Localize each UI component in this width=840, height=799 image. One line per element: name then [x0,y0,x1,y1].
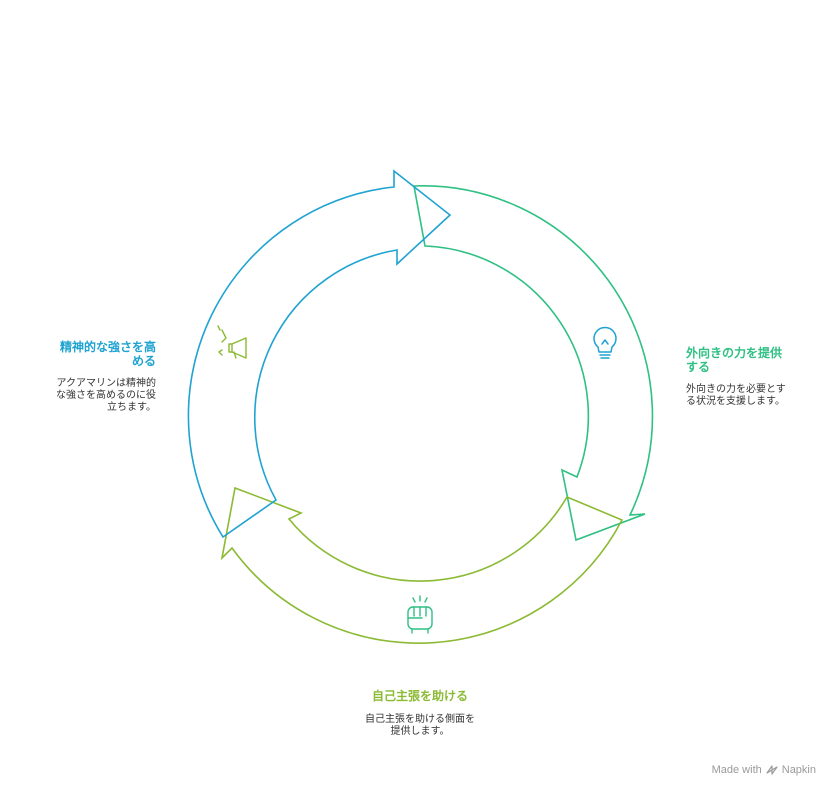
step-title-assertiveness: 自己主張を助ける [371,689,468,703]
megaphone-icon [217,325,247,359]
fist-icon [407,595,433,634]
cycle-arrow-olive [220,486,624,644]
napkin-brand-label: Napkin [781,764,816,776]
step-title-outward-power: 外向きの力を提供する [686,346,783,374]
step-description-mental-strength: アクアマリンは精神的な強さを高めるのに役立ちます。 [56,378,156,413]
made-with-label: Made with [711,764,762,776]
cycle-arrow-blue [187,169,452,539]
cycle-arrow-green [413,185,654,542]
step-description-assertiveness: 自己主張を助ける側面を提供します。 [365,714,475,737]
step-title-mental-strength: 精神的な強さを高める [59,340,156,368]
napkin-logo-icon [766,765,778,775]
step-description-outward-power: 外向きの力を必要とする状況を支援します。 [686,384,786,407]
lightbulb-icon [593,326,617,359]
made-with-napkin-footer[interactable]: Made with Napkin [712,764,816,776]
